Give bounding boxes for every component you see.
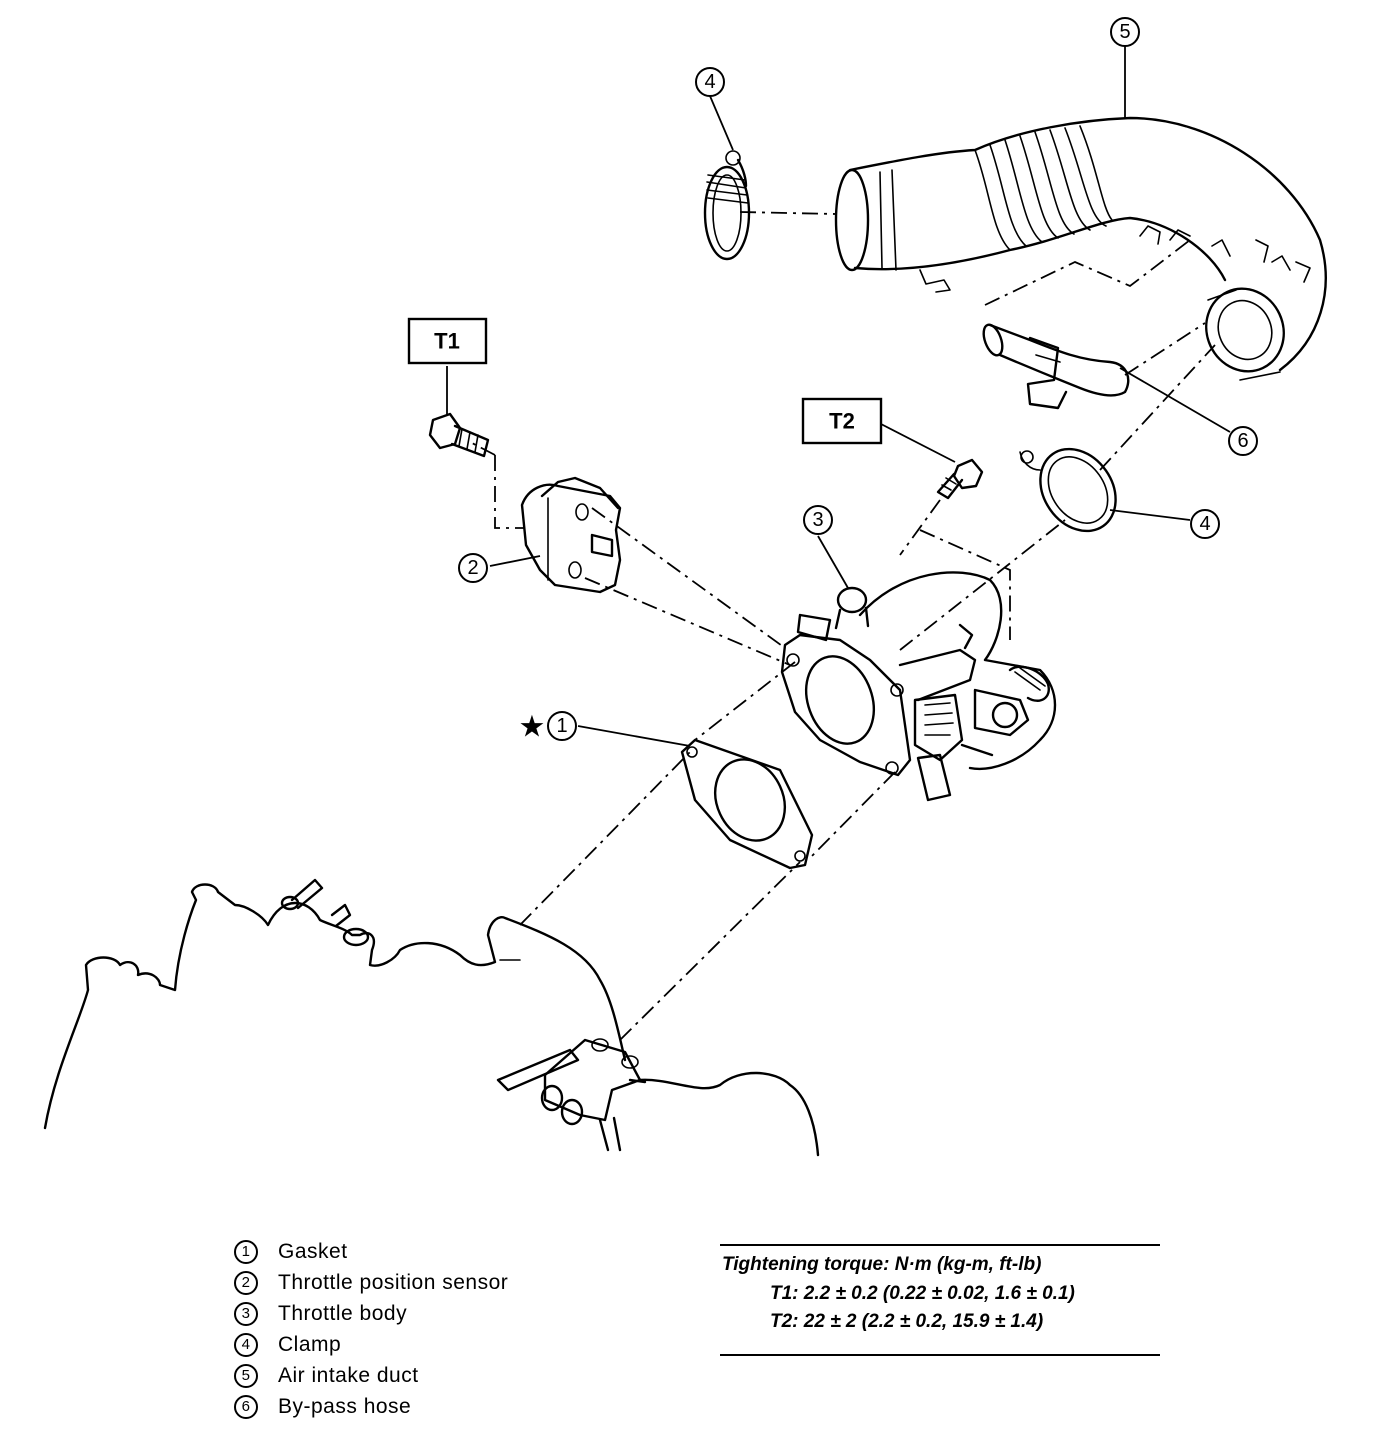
legend-item-throttle-body: 3 Throttle body bbox=[234, 1298, 614, 1329]
legend-label: By-pass hose bbox=[278, 1394, 412, 1418]
svg-text:T1: T1 bbox=[434, 329, 460, 354]
callout-throttle-body: 3 bbox=[803, 505, 833, 535]
svg-text:4: 4 bbox=[704, 71, 715, 93]
legend-number: 6 bbox=[234, 1394, 258, 1419]
svg-text:5: 5 bbox=[1119, 21, 1130, 43]
legend-number: 2 bbox=[234, 1270, 258, 1295]
legend-label: Gasket bbox=[278, 1239, 348, 1263]
legend-item-gasket: 1 Gasket bbox=[234, 1236, 614, 1267]
legend-number: 3 bbox=[234, 1301, 258, 1326]
bolt-t1 bbox=[428, 412, 490, 458]
clamp-lower bbox=[1019, 447, 1117, 533]
callout-throttle-position-sensor: 2 bbox=[458, 553, 488, 583]
torque-header: Tightening torque: N·m (kg-m, ft-lb) bbox=[722, 1254, 1042, 1275]
bolt-t2 bbox=[936, 458, 984, 500]
torque-row-t1: T1: 2.2 ± 0.2 (0.22 ± 0.02, 1.6 ± 0.1) bbox=[770, 1283, 1075, 1304]
parts-legend: 1 Gasket 2 Throttle position sensor 3 Th… bbox=[234, 1236, 614, 1422]
callout-clamp-upper: 4 bbox=[695, 67, 725, 97]
svg-text:2: 2 bbox=[467, 557, 478, 579]
legend-item-bypass-hose: 6 By-pass hose bbox=[234, 1391, 614, 1422]
legend-label: Air intake duct bbox=[278, 1363, 419, 1387]
legend-item-throttle-position-sensor: 2 Throttle position sensor bbox=[234, 1267, 614, 1298]
legend-label: Throttle position sensor bbox=[278, 1270, 509, 1294]
torque-tag-t1: T1 bbox=[407, 317, 488, 365]
legend-number: 5 bbox=[234, 1363, 258, 1388]
leader-lines bbox=[446, 46, 1231, 747]
torque-tag-t2: T2 bbox=[801, 397, 883, 445]
bypass-hose bbox=[982, 323, 1130, 410]
svg-text:3: 3 bbox=[812, 509, 823, 531]
svg-text:4: 4 bbox=[1199, 513, 1210, 535]
svg-text:T2: T2 bbox=[829, 409, 855, 434]
torque-row-t2: T2: 22 ± 2 (2.2 ± 0.2, 15.9 ± 1.4) bbox=[770, 1311, 1044, 1332]
gasket bbox=[680, 738, 814, 870]
clamp-upper bbox=[703, 150, 751, 261]
throttle-position-sensor bbox=[520, 476, 622, 594]
star-icon: ★ bbox=[519, 711, 546, 744]
intake-manifold bbox=[43, 878, 820, 1157]
torque-spec-table: Tightening torque: N·m (kg-m, ft-lb) T1:… bbox=[720, 1244, 1160, 1356]
air-intake-duct bbox=[834, 116, 1327, 381]
legend-label: Throttle body bbox=[278, 1301, 408, 1325]
svg-text:1: 1 bbox=[556, 715, 567, 737]
legend-item-clamp: 4 Clamp bbox=[234, 1329, 614, 1360]
legend-item-air-intake-duct: 5 Air intake duct bbox=[234, 1360, 614, 1391]
callout-bypass-hose: 6 bbox=[1228, 426, 1258, 456]
alignment-lines bbox=[469, 211, 1216, 1041]
callout-clamp-lower: 4 bbox=[1190, 509, 1220, 539]
callout-gasket: 1 ★ bbox=[519, 711, 577, 744]
throttle-body bbox=[780, 571, 1057, 802]
legend-number: 1 bbox=[234, 1239, 258, 1264]
callout-air-intake-duct: 5 bbox=[1110, 17, 1140, 47]
legend-label: Clamp bbox=[278, 1332, 342, 1356]
svg-text:6: 6 bbox=[1237, 430, 1248, 452]
legend-number: 4 bbox=[234, 1332, 258, 1357]
